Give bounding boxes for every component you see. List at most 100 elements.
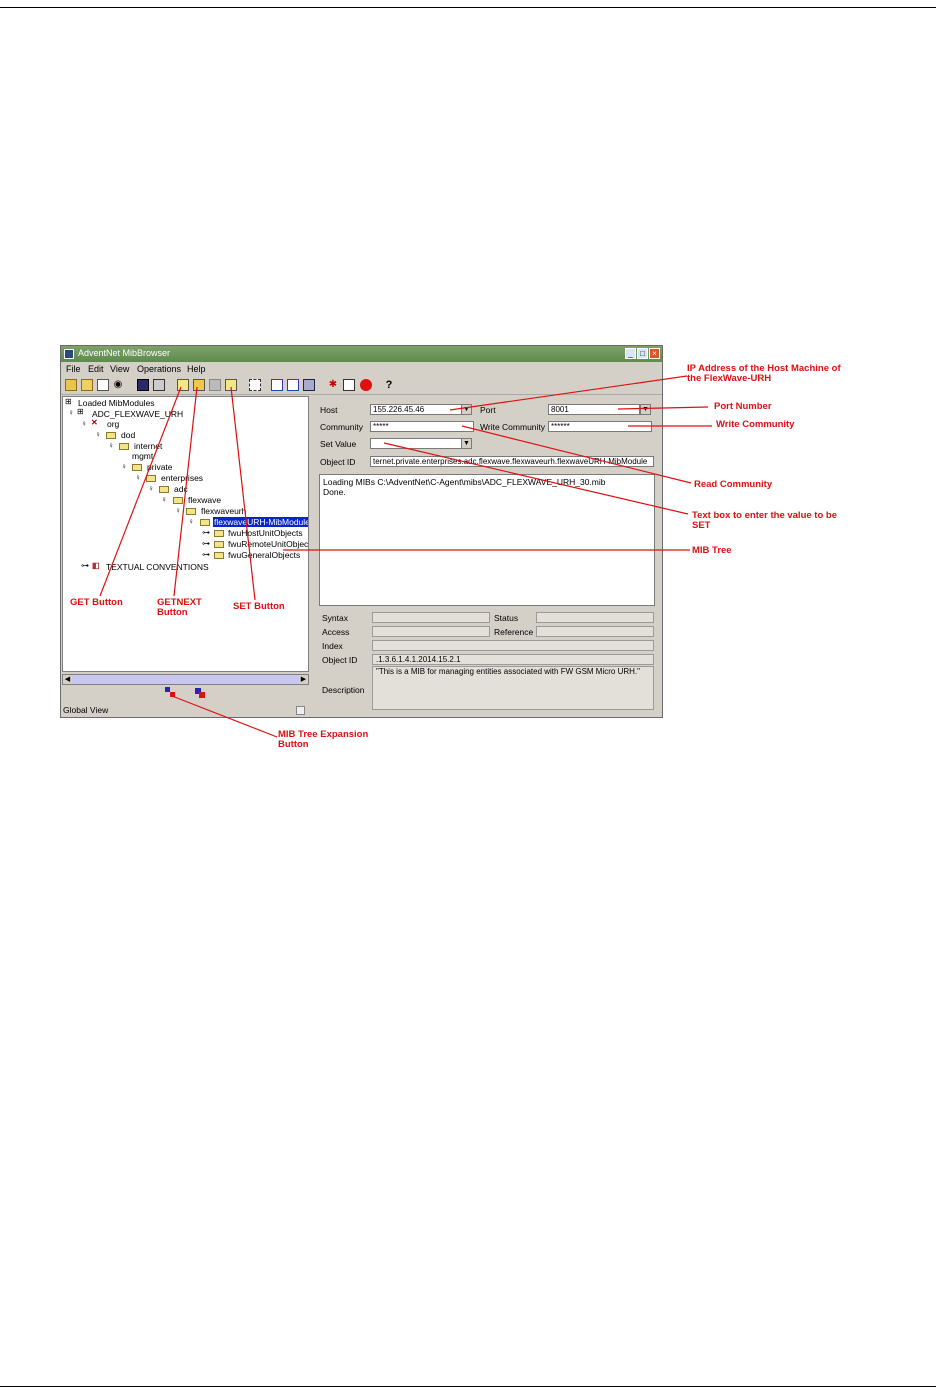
tree-node-fwuhostunitobjects[interactable]: fwuHostUnitObjects	[228, 528, 303, 538]
debug-icon[interactable]: ✱	[328, 379, 338, 390]
tree-node-internet[interactable]: internet	[134, 441, 163, 451]
index-label: Index	[322, 641, 343, 651]
menu-edit[interactable]: Edit	[88, 364, 104, 374]
result-display[interactable]: Loading MIBs C:\AdventNet\C-Agent\mibs\A…	[319, 474, 655, 606]
tree-node-fwugeneralobjects[interactable]: fwuGeneralObjects	[228, 550, 301, 560]
tree-node-textual-conventions[interactable]: TEXTUAL CONVENTIONS	[106, 562, 209, 572]
folder-icon	[214, 530, 224, 537]
key-icon[interactable]: ♀	[68, 408, 74, 417]
key-icon[interactable]: ♀	[175, 506, 181, 515]
find-icon[interactable]: ◉	[113, 379, 123, 390]
tree-node-private[interactable]: private	[147, 462, 173, 472]
menu-help[interactable]: Help	[187, 364, 206, 374]
expand-icon[interactable]: ⊞	[65, 397, 72, 406]
scroll-right-icon[interactable]: ▶	[299, 675, 308, 684]
getbulk-icon[interactable]	[209, 379, 221, 391]
status-bar: Global View	[62, 703, 309, 717]
tree-node-fwuremoteunitobjects[interactable]: fwuRemoteUnitObjects	[228, 539, 309, 549]
app-icon	[64, 349, 74, 359]
description-value: "This is a MIB for managing entities ass…	[372, 666, 654, 710]
save-config-icon[interactable]	[97, 379, 109, 391]
minimize-button[interactable]: _	[625, 348, 636, 359]
stop-icon[interactable]	[360, 379, 372, 391]
close-button[interactable]: ×	[649, 348, 660, 359]
folder-icon	[146, 475, 156, 482]
getnext-button-leader	[173, 386, 198, 597]
log-line: Loading MIBs C:\AdventNet\C-Agent\mibs\A…	[323, 477, 606, 487]
global-view-checkbox[interactable]	[296, 706, 305, 715]
tree-node-adc[interactable]: adc	[174, 484, 188, 494]
chart-icon[interactable]	[287, 379, 299, 391]
trap-icon[interactable]	[249, 379, 261, 391]
menu-operations[interactable]: Operations	[137, 364, 182, 374]
annotation-set-textbox: Text box to enter the value to be SET	[692, 510, 837, 531]
global-view-label: Global View	[63, 705, 109, 715]
open-icon[interactable]	[81, 379, 93, 391]
tree-node-org[interactable]: org	[107, 419, 120, 429]
expand-icon[interactable]: ⊶	[202, 528, 210, 537]
key-icon[interactable]: ♀	[81, 419, 87, 428]
tree-node-enterprises[interactable]: enterprises	[161, 473, 204, 483]
ip-address-leader	[449, 375, 688, 411]
top-rule	[0, 7, 936, 8]
annotation-set-button: SET Button	[233, 601, 285, 612]
mib-tree-expansion-button[interactable]	[165, 687, 175, 697]
reference-label: Reference	[494, 627, 534, 637]
key-icon[interactable]: ♀	[95, 430, 101, 439]
tree-node-dod[interactable]: dod	[121, 430, 136, 440]
set-button-leader	[230, 386, 256, 601]
load-icon[interactable]	[65, 379, 77, 391]
maximize-button[interactable]: □	[637, 348, 648, 359]
expand-icon[interactable]: ⊶	[81, 561, 89, 570]
expand-icon[interactable]: ⊶	[202, 539, 210, 548]
annotation-mib-tree: MIB Tree	[692, 545, 732, 556]
key-icon[interactable]: ♀	[108, 441, 114, 450]
port-dropdown-icon[interactable]: ▼	[640, 404, 651, 415]
help-icon[interactable]: ?	[385, 379, 393, 391]
menu-file[interactable]: File	[66, 364, 81, 374]
expand-icon[interactable]: ⊞	[77, 407, 84, 416]
set-value-label: Set Value	[320, 439, 357, 449]
key-icon[interactable]: ♀	[135, 473, 141, 482]
port-label: Port	[480, 405, 496, 415]
folder-icon	[200, 519, 210, 526]
tree-node-adc-flexwave-urh[interactable]: ADC_FLEXWAVE_URH	[92, 409, 184, 419]
community-input[interactable]: *****	[370, 421, 474, 432]
expand-icon[interactable]: ⊶	[202, 550, 210, 559]
scroll-left-icon[interactable]: ◀	[63, 675, 72, 684]
tools-icon: ✕	[91, 418, 98, 427]
annotation-read-community: Read Community	[694, 479, 773, 490]
bottom-rule	[0, 1386, 936, 1387]
mib-tree-collapse-button[interactable]	[195, 688, 205, 698]
print-icon[interactable]	[153, 379, 165, 391]
log-line: Done.	[323, 487, 346, 497]
write-community-label: Write Community	[480, 422, 546, 432]
tree-node-flexwaveurh[interactable]: flexwaveurh	[201, 506, 247, 516]
host-dropdown-icon[interactable]: ▼	[461, 404, 472, 415]
syntax-label: Syntax	[322, 613, 348, 623]
get-button-leader	[99, 386, 182, 597]
key-icon[interactable]: ♀	[188, 517, 194, 526]
port-input[interactable]: 8001	[548, 404, 640, 415]
menu-view[interactable]: View	[110, 364, 130, 374]
read-community-leader	[461, 425, 692, 484]
getnext-icon[interactable]	[193, 379, 205, 391]
tree-node-flexwave[interactable]: flexwave	[188, 495, 222, 505]
annotation-port-number: Port Number	[714, 401, 772, 412]
edit-icon[interactable]	[343, 379, 355, 391]
tree-node-flexwaveurh-mibmodule[interactable]: flexwaveURH-MibModule	[213, 517, 309, 527]
folder-icon	[214, 552, 224, 559]
community-label: Community	[320, 422, 363, 432]
set-value-dropdown-icon[interactable]: ▼	[461, 438, 472, 449]
key-icon[interactable]: ♀	[161, 495, 167, 504]
object-id-input[interactable]: ternet.private.enterprises.adc.flexwave.…	[370, 456, 654, 467]
key-icon[interactable]: ♀	[148, 484, 154, 493]
graph-icon[interactable]	[271, 379, 283, 391]
tree-horizontal-scrollbar[interactable]: ◀ ▶	[62, 674, 309, 685]
detail-object-id-label: Object ID	[322, 655, 358, 665]
tree-node-mgmt[interactable]: mgmt	[132, 451, 154, 461]
key-icon[interactable]: ♀	[121, 462, 127, 471]
tree-node-loaded-mibmodules[interactable]: Loaded MibModules	[78, 398, 155, 408]
table-icon[interactable]	[303, 379, 315, 391]
save-icon[interactable]	[137, 379, 149, 391]
